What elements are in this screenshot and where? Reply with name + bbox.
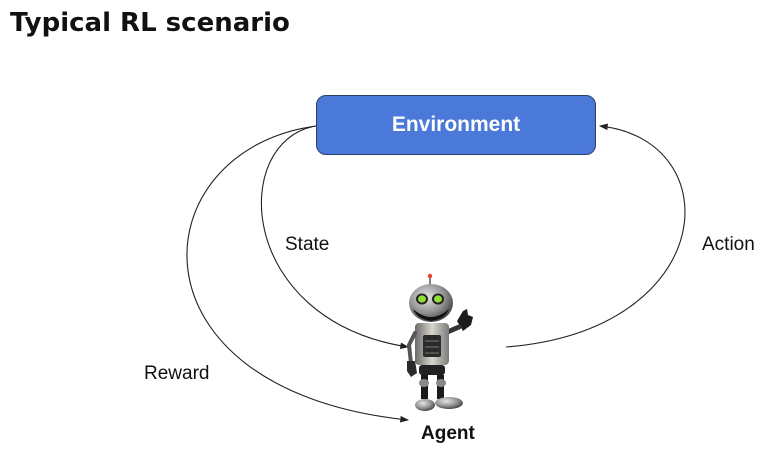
robot-icon	[406, 273, 473, 411]
agent-label: Agent	[421, 423, 475, 444]
action-label: Action	[702, 234, 755, 255]
slide-title: Typical RL scenario	[10, 8, 290, 38]
reward-arrow	[186, 125, 410, 423]
state-arrow	[260, 125, 410, 350]
reward-label: Reward	[144, 363, 210, 384]
state-label: State	[285, 234, 330, 255]
environment-node: Environment	[316, 95, 596, 155]
environment-label: Environment	[391, 113, 521, 136]
action-arrow	[505, 123, 686, 348]
